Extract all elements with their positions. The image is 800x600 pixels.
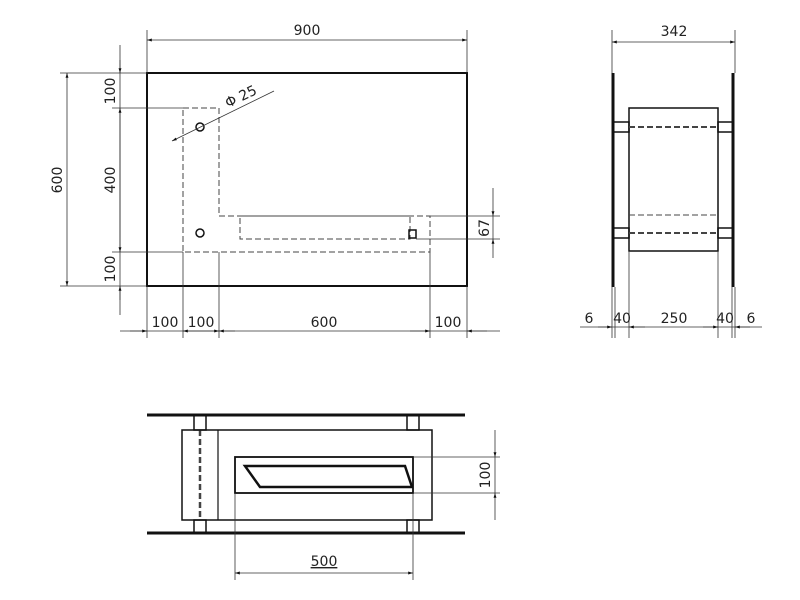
middle-400-label: 400 [103,167,119,194]
burner-slot-hidden [239,215,411,240]
top-body-outline [181,429,433,521]
width-900-label: 900 [294,23,321,39]
side-body-outline [628,107,719,252]
standoff-top-left [193,414,207,431]
slot-height-label: 67 [477,219,493,237]
side-view-dimensions: 342 6 40 250 40 6 [580,24,762,338]
bottom-margin-label: 100 [103,256,119,283]
top-view-dimensions: 100 500 [234,430,500,580]
standoff-bottom-left [193,519,207,534]
top-view [147,413,465,535]
burner-opening [234,456,414,494]
side-view [611,73,735,287]
dim-inner-100: 100 [188,315,215,331]
dim-left-100: 100 [152,315,179,331]
mounting-hole-bottom [195,228,205,238]
standoff-bolts [612,121,734,239]
height-600-label: 600 [50,167,66,194]
front-view-dimensions: 900 600 100 400 100 67 100 100 600 100 [50,23,500,338]
dim-body-depth: 250 [661,311,688,327]
dim-glass-right: 6 [747,311,756,327]
side-width-label: 342 [661,24,688,40]
mounting-hole-top [195,122,205,132]
dim-standoff-right: 40 [716,311,734,327]
slot-length-label: 500 [311,554,338,570]
dim-600: 600 [311,315,338,331]
top-margin-label: 100 [103,78,119,105]
diameter-leader [171,90,275,142]
standoff-top-right [406,414,420,431]
hidden-frame [182,107,431,253]
slot-depth-label: 100 [478,462,494,489]
front-panel-outline [146,72,468,287]
dim-standoff-left: 40 [613,311,631,327]
burner-handle [408,229,417,239]
front-view: Φ 25 [146,72,468,287]
dim-right-100: 100 [435,315,462,331]
dim-glass-left: 6 [585,311,594,327]
burner-insert [242,464,414,489]
